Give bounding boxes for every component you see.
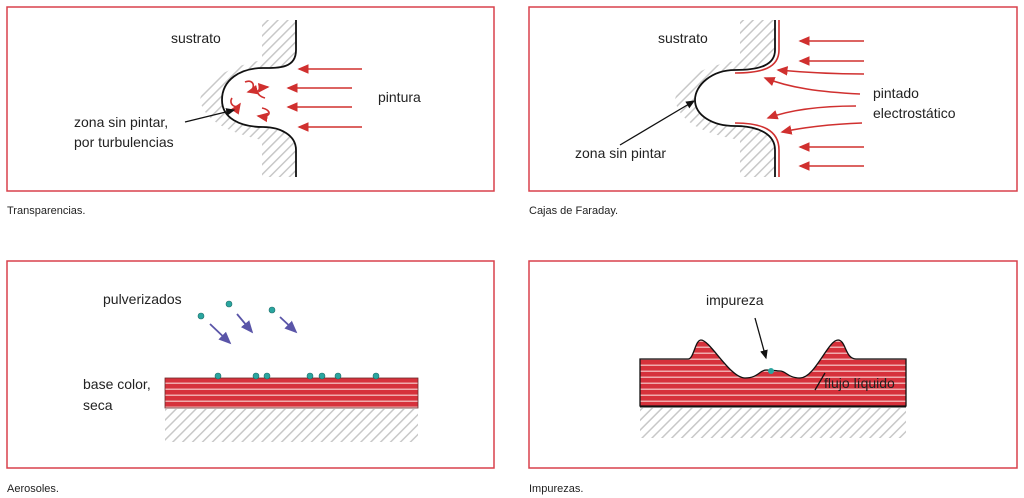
label-impurity: impureza xyxy=(706,292,764,308)
panel-aerosoles: pulverizados base color, seca Aerosoles. xyxy=(6,260,495,495)
label-sprays: pulverizados xyxy=(103,291,182,307)
paint-coat xyxy=(734,20,780,177)
particles xyxy=(197,300,380,380)
panel-transparencias: sustrato pintura zona sin pintar, por tu… xyxy=(6,6,495,217)
spray-arrows xyxy=(209,313,298,345)
caption: Cajas de Faraday. xyxy=(529,205,618,217)
panel-frame xyxy=(6,6,495,192)
electrostatic-paint-arrows xyxy=(763,36,865,171)
panel-impurezas: impureza flujo líquido Impurezas. xyxy=(528,260,1018,495)
dry-base-coat xyxy=(164,377,419,409)
panel-frame xyxy=(528,6,1018,192)
label-substrate: sustrato xyxy=(658,30,708,46)
panel-cajas-de-faraday: sustrato pintado electrostático zona sin… xyxy=(528,6,1018,217)
substrate-hatch xyxy=(675,20,775,177)
label-paint-type: electrostático xyxy=(873,105,956,121)
substrate-surface xyxy=(694,20,776,177)
label-paint: pintura xyxy=(378,89,421,105)
label-unpainted-cause: por turbulencias xyxy=(74,134,174,150)
pointer-arrow xyxy=(184,108,236,123)
caption: Aerosoles. xyxy=(7,483,59,495)
panel-frame xyxy=(6,260,495,469)
label-base-coat: base color, xyxy=(83,376,151,392)
substrate-hatch xyxy=(640,408,906,438)
caption: Impurezas. xyxy=(529,483,583,495)
label-paint: pintado xyxy=(873,85,919,101)
substrate-surface xyxy=(221,20,297,177)
impurity-particle xyxy=(768,368,774,374)
caption: Transparencias. xyxy=(7,205,85,217)
label-liquid-flow: flujo líquido xyxy=(824,375,895,391)
label-unpainted: zona sin pintar xyxy=(575,145,666,161)
turbulence-swirl-icons xyxy=(230,80,270,123)
paint-arrows xyxy=(286,64,362,132)
substrate-hatch xyxy=(200,20,296,177)
pointer-arrow xyxy=(754,317,768,360)
panel-frame xyxy=(528,260,1018,469)
label-substrate: sustrato xyxy=(171,30,221,46)
substrate-hatch xyxy=(165,409,418,442)
flow-pointer xyxy=(814,372,826,391)
label-base-coat-state: seca xyxy=(83,397,113,413)
label-unpainted: zona sin pintar, xyxy=(74,114,168,130)
pointer-arrow xyxy=(619,100,696,146)
